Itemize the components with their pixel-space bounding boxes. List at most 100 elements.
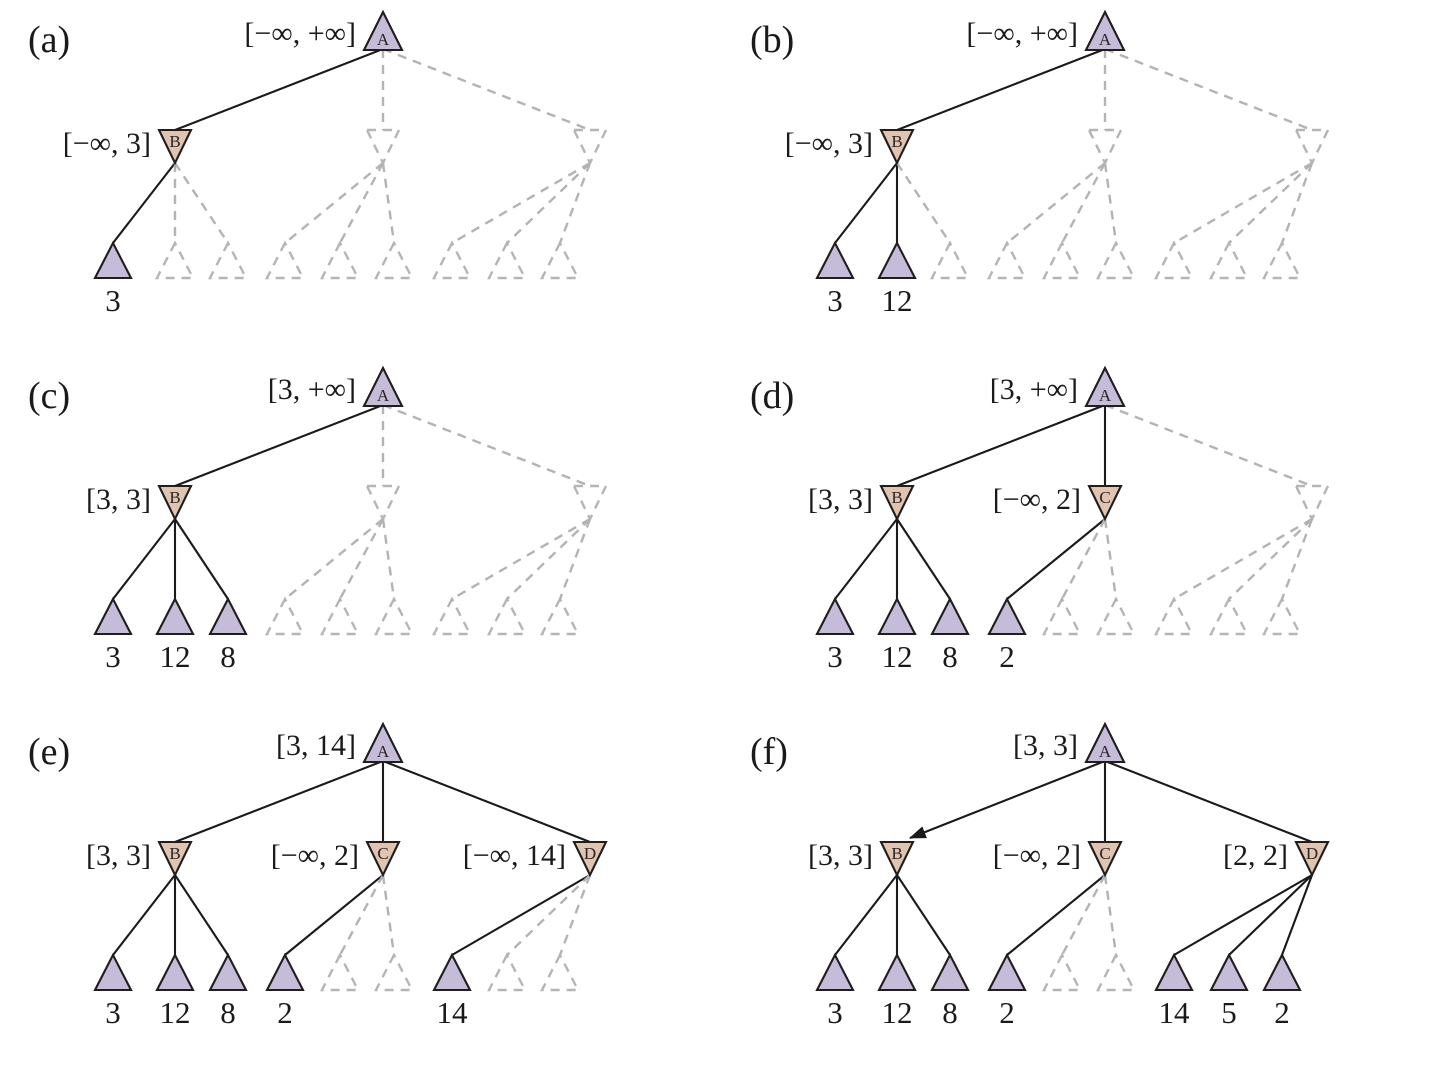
edge-layer <box>112 760 592 956</box>
edge-c-to-leaf-4 <box>284 874 384 956</box>
panel-letter-f: (f) <box>750 731 788 773</box>
edge-d-to-leaf-9 <box>558 162 592 244</box>
interval-label-d: [−∞, 14] <box>463 839 566 872</box>
node-letter-c: C <box>1099 844 1110 863</box>
edge-c-to-leaf-6 <box>1103 874 1118 956</box>
leaf-node-3 <box>930 596 970 636</box>
edge-root-to-b <box>909 760 1106 839</box>
leaf-value-2: 12 <box>160 995 191 1030</box>
edge-d-to-leaf-7 <box>451 517 591 601</box>
leaf-node-9 <box>540 240 580 280</box>
leaf-node-7 <box>1154 596 1194 636</box>
max-node-a <box>1084 365 1126 408</box>
leaf-value-1: 3 <box>827 995 843 1030</box>
interval-label-b: [3, 3] <box>808 483 873 516</box>
node-letter-b: B <box>891 488 902 507</box>
leaf-node-4 <box>987 240 1027 280</box>
leaf-node-4 <box>265 952 305 992</box>
leaf-node-8 <box>487 596 527 636</box>
leaf-node-8 <box>487 952 527 992</box>
leaf-node-2 <box>155 952 195 992</box>
leaf-value-2: 12 <box>882 995 913 1030</box>
min-node-c <box>1087 484 1123 522</box>
edge-b-to-leaf-3 <box>173 162 230 244</box>
min-node-d <box>572 128 608 166</box>
edge-root-to-d <box>382 403 591 488</box>
edge-d-to-leaf-9 <box>1280 162 1314 244</box>
leaf-node-3 <box>930 240 970 280</box>
node-layer <box>93 365 608 636</box>
node-letter-a: A <box>377 386 390 405</box>
leaf-node-2 <box>877 952 917 992</box>
leaf-value-2: 12 <box>882 639 913 674</box>
min-node-b <box>157 484 193 522</box>
leaf-node-5 <box>1042 952 1082 992</box>
max-node-a <box>362 9 404 52</box>
leaf-value-9: 2 <box>1274 995 1290 1030</box>
node-layer <box>815 365 1330 636</box>
leaf-value-3: 8 <box>220 995 236 1030</box>
leaf-value-7: 14 <box>1159 995 1191 1030</box>
leaf-value-1: 3 <box>827 639 843 674</box>
edge-root-to-b <box>174 48 384 131</box>
leaf-value-1: 3 <box>105 283 121 318</box>
min-node-c <box>1087 840 1123 878</box>
leaf-node-9 <box>1262 596 1302 636</box>
leaf-node-7 <box>432 596 472 636</box>
interval-label-b: [−∞, 3] <box>785 127 873 160</box>
edge-c-to-leaf-6 <box>381 162 396 244</box>
edge-layer <box>834 760 1313 956</box>
min-node-d <box>572 840 608 878</box>
node-letter-d: D <box>1306 844 1318 863</box>
edge-c-to-leaf-4 <box>1006 874 1106 956</box>
node-letter-d: D <box>584 844 596 863</box>
leaf-node-3 <box>930 952 970 992</box>
leaf-node-9 <box>1262 952 1302 992</box>
leaf-node-3 <box>208 596 248 636</box>
leaf-node-1 <box>815 240 855 280</box>
min-node-d <box>1294 484 1330 522</box>
leaf-node-1 <box>93 240 133 280</box>
edge-b-to-leaf-1 <box>834 874 898 956</box>
panel-letter-d: (d) <box>750 375 794 417</box>
edge-d-to-leaf-9 <box>1280 518 1314 600</box>
node-letter-a: A <box>377 30 390 49</box>
max-node-a <box>362 365 404 408</box>
min-node-d <box>1294 128 1330 166</box>
leaf-node-5 <box>1042 240 1082 280</box>
edge-d-to-leaf-9 <box>558 874 592 956</box>
panel-letter-b: (b) <box>750 19 794 61</box>
node-letter-b: B <box>169 488 180 507</box>
leaf-node-2 <box>155 240 195 280</box>
leaf-node-7 <box>432 952 472 992</box>
node-layer <box>815 721 1330 992</box>
interval-label-c: [−∞, 2] <box>271 839 359 872</box>
leaf-value-4: 2 <box>277 995 293 1030</box>
leaf-value-4: 2 <box>999 639 1015 674</box>
min-node-d <box>572 484 608 522</box>
leaf-node-8 <box>487 240 527 280</box>
node-layer <box>815 9 1330 280</box>
leaf-node-1 <box>815 952 855 992</box>
leaf-node-4 <box>987 596 1027 636</box>
min-node-c <box>365 840 401 878</box>
leaf-value-4: 2 <box>999 995 1015 1030</box>
leaf-node-5 <box>320 596 360 636</box>
interval-label-c: [−∞, 2] <box>993 483 1081 516</box>
leaf-value-2: 12 <box>160 639 191 674</box>
leaf-node-6 <box>374 952 414 992</box>
edge-root-to-b <box>896 48 1106 131</box>
edge-d-to-leaf-7 <box>1173 161 1313 245</box>
panel-letter-c: (c) <box>28 375 70 417</box>
leaf-node-1 <box>815 596 855 636</box>
edge-layer <box>112 403 592 601</box>
edge-c-to-leaf-5 <box>1060 874 1107 956</box>
leaf-value-2: 12 <box>882 283 913 318</box>
edge-b-to-leaf-1 <box>112 162 176 244</box>
edge-c-to-leaf-6 <box>381 874 396 956</box>
